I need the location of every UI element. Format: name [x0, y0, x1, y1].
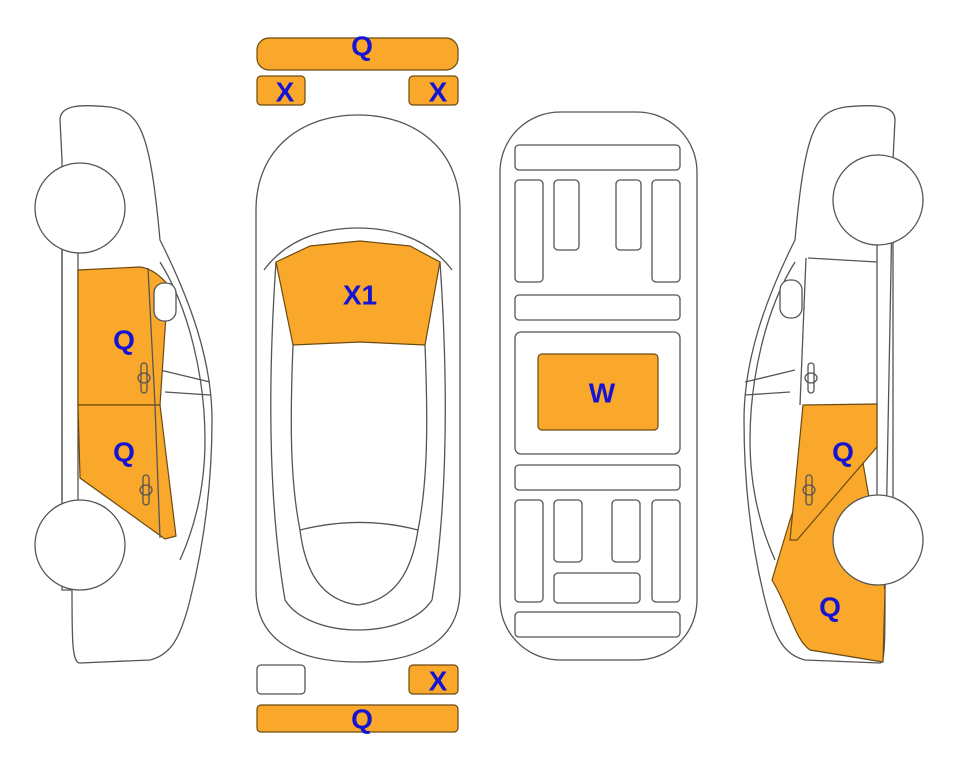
- left-side-view: Q Q: [34, 105, 213, 664]
- front-left-light-label: X: [276, 77, 295, 108]
- front-left-inner: [553, 179, 580, 251]
- side-line-left: [270, 261, 286, 601]
- left-rear-door-panel[interactable]: [77, 404, 177, 540]
- front-bumper-label: Q: [351, 31, 373, 62]
- right-door-seam: [799, 257, 807, 406]
- right-rear-wheel: [832, 494, 924, 586]
- front-right-light-label: X: [429, 77, 448, 108]
- right-rear-quarter-label: Q: [819, 592, 841, 623]
- mid-crossmember-2: [514, 464, 681, 491]
- right-front-door-handle-icon: [804, 362, 818, 394]
- left-rear-door-handle-icon: [139, 474, 153, 506]
- rear-bumper-panel[interactable]: [256, 704, 459, 733]
- rear-left-inner: [553, 499, 583, 563]
- rear-right-light-label: X: [429, 666, 448, 697]
- left-rear-door-label: Q: [113, 437, 135, 468]
- left-car-outline: [59, 105, 213, 664]
- rear-left-rail: [514, 499, 544, 603]
- left-mirror: [153, 282, 177, 322]
- rear-left-light-panel[interactable]: [256, 664, 306, 695]
- front-left-rail: [514, 179, 544, 283]
- windshield-label: X1: [343, 280, 377, 311]
- right-rear-door-label: Q: [832, 437, 854, 468]
- right-mirror: [779, 279, 803, 319]
- front-left-light-panel[interactable]: [256, 75, 306, 106]
- mid-frame: [514, 331, 681, 455]
- right-car-outline: [743, 105, 896, 664]
- front-right-rail: [651, 179, 681, 283]
- right-window-line: [749, 261, 796, 561]
- right-rear-door-panel[interactable]: [789, 403, 878, 541]
- left-door-seam: [147, 267, 161, 539]
- top-car-outline: [255, 114, 461, 663]
- center-panel[interactable]: [537, 353, 659, 431]
- underside-view: W: [499, 111, 698, 661]
- underside-outline: [499, 111, 698, 661]
- top-view: Q X X X1 X Q: [255, 31, 461, 735]
- right-mirror-line: [744, 369, 796, 396]
- side-line-right: [431, 261, 446, 601]
- rear-tank: [553, 572, 641, 604]
- left-rear-wheel: [34, 499, 126, 591]
- rear-crossmember: [514, 611, 681, 638]
- trunk-line: [284, 599, 433, 631]
- right-front-wheel: [832, 154, 924, 246]
- front-bumper-panel[interactable]: [256, 37, 459, 71]
- front-right-light-panel[interactable]: [408, 75, 459, 106]
- hood-line: [263, 227, 453, 271]
- rear-bumper-label: Q: [351, 704, 373, 735]
- rear-right-inner: [611, 499, 641, 563]
- rear-right-light-panel[interactable]: [408, 664, 459, 695]
- left-front-door-handle-icon: [137, 362, 151, 394]
- mid-crossmember-1: [514, 294, 681, 321]
- left-mirror-line: [159, 369, 211, 396]
- left-window-line: [159, 261, 206, 561]
- windshield-panel[interactable]: [275, 240, 441, 346]
- front-crossmember: [514, 144, 681, 171]
- right-door-top: [807, 257, 878, 263]
- front-right-inner: [615, 179, 642, 251]
- roof-outline: [290, 344, 428, 531]
- left-front-door-label: Q: [113, 325, 135, 356]
- rear-right-rail: [651, 499, 681, 603]
- rear-window: [299, 529, 419, 606]
- right-rear-door-handle-icon: [802, 474, 816, 506]
- center-panel-label: W: [589, 378, 616, 409]
- left-front-wheel: [34, 162, 126, 254]
- left-front-door-panel[interactable]: [77, 266, 169, 406]
- right-side-view: Q Q: [743, 105, 924, 664]
